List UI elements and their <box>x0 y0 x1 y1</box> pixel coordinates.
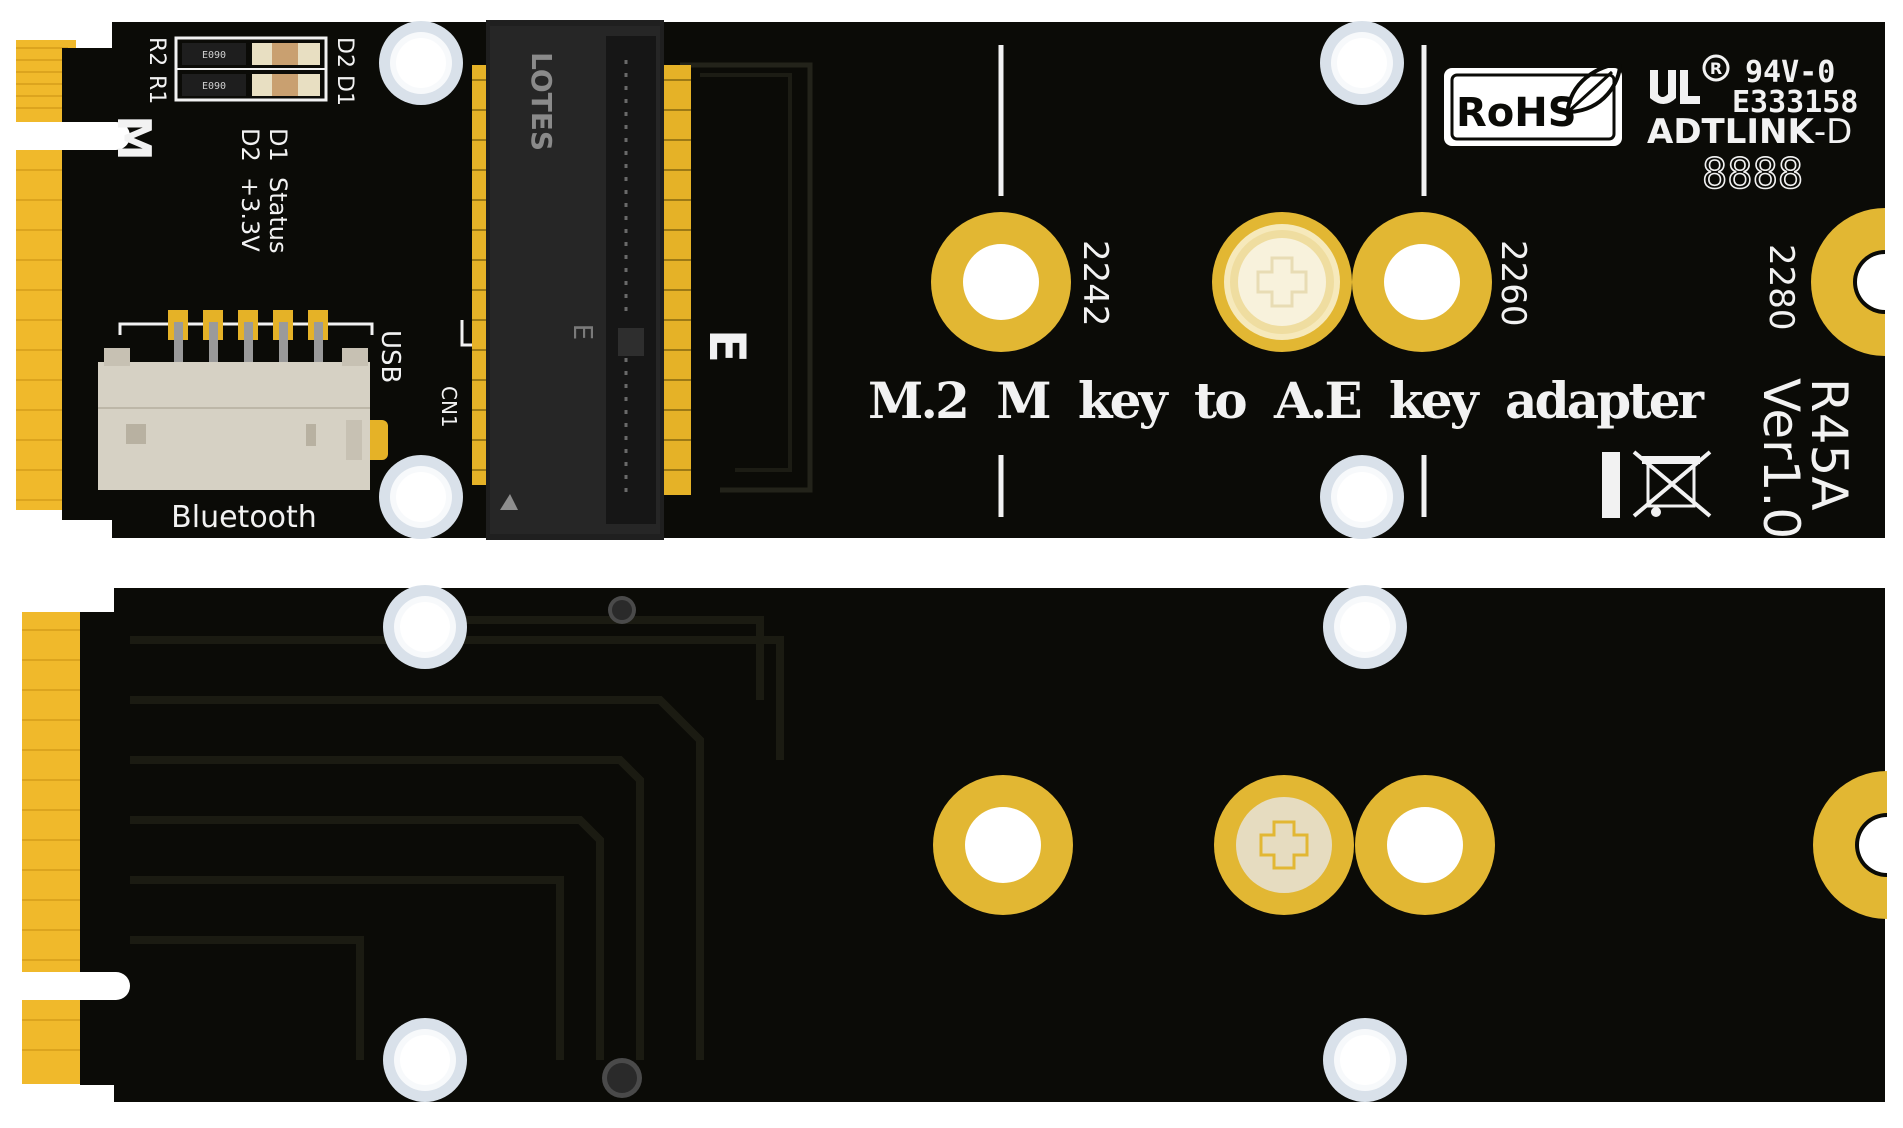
resistor-code: E090 <box>202 50 226 61</box>
svg-text:R: R <box>1710 59 1722 78</box>
connector-brand: LOTES <box>525 52 558 151</box>
mounting-hole <box>383 1018 467 1102</box>
m2-e-key-connector: LOTES E <box>460 20 691 540</box>
rohs-label: RoHS <box>1456 90 1577 136</box>
m-key-notch <box>40 122 130 150</box>
d1-label: D1 <box>332 75 357 106</box>
resistor-led-cluster: E090 E090 <box>174 36 328 102</box>
maker-name: ADTLINK-D <box>1647 112 1852 152</box>
bottom-board <box>22 585 1903 1102</box>
length-2260: 2260 <box>1493 240 1533 327</box>
weee-icon <box>1602 450 1712 518</box>
mounting-hole <box>1320 455 1404 539</box>
standoff-pad-2260 <box>1352 212 1492 352</box>
top-board: M E090 E090 R2 R1 D2 D1 D1 Status D2 +3.… <box>16 20 1903 540</box>
connector-key-mark: E <box>567 324 597 340</box>
via <box>602 1058 642 1098</box>
ul-recognized-icon: R <box>1650 54 1730 104</box>
notch-back <box>50 972 130 1000</box>
edge-finger-long <box>22 612 88 972</box>
date-code-box: 8888 <box>1702 149 1803 198</box>
standoff-screw <box>1212 212 1352 352</box>
usb-label: USB <box>375 330 405 383</box>
r2-label: R2 <box>144 37 169 66</box>
trace <box>700 73 792 472</box>
length-2242: 2242 <box>1075 240 1115 327</box>
version-number: Ver1.0 <box>1752 378 1810 539</box>
mounting-hole <box>1323 1018 1407 1102</box>
mounting-hole <box>379 21 463 105</box>
m-key-label: M <box>107 115 161 161</box>
leaf-icon <box>1565 61 1623 115</box>
half-pad-2280 <box>1811 200 1903 370</box>
mounting-hole <box>1323 585 1407 669</box>
led-legend-d2: D2 +3.3V <box>236 128 264 252</box>
e-key-label: E <box>698 329 756 363</box>
standoff-pad-back-2242 <box>933 775 1073 915</box>
led-legend-d1: D1 Status <box>264 128 292 253</box>
ul-file-number: E333158 <box>1732 85 1858 120</box>
mounting-hole <box>1320 21 1404 105</box>
cn1-label: CN1 <box>437 386 461 428</box>
edge-finger-short <box>22 1000 88 1084</box>
standoff-pad-back-2260 <box>1355 775 1495 915</box>
trace <box>680 62 813 493</box>
length-2280: 2280 <box>1761 244 1801 331</box>
flammability-rating: 94V-0 <box>1745 55 1835 90</box>
d2-label: D2 <box>332 37 357 68</box>
via <box>608 596 636 624</box>
half-pad-back-2280 <box>1813 760 1903 930</box>
model-number: R45A <box>1800 378 1858 511</box>
bluetooth-header <box>98 310 388 490</box>
rohs-badge: RoHS <box>1444 61 1623 146</box>
resistor-code: E090 <box>202 81 226 92</box>
standoff-screw-back <box>1214 775 1354 915</box>
adapter-title: M.2 M key to A.E key adapter <box>868 371 1705 430</box>
mounting-hole <box>383 585 467 669</box>
standoff-pad-2242 <box>931 212 1071 352</box>
mounting-hole <box>379 455 463 539</box>
r1-label: R1 <box>144 75 169 104</box>
bluetooth-label: Bluetooth <box>171 500 317 535</box>
back-traces <box>130 616 784 1060</box>
